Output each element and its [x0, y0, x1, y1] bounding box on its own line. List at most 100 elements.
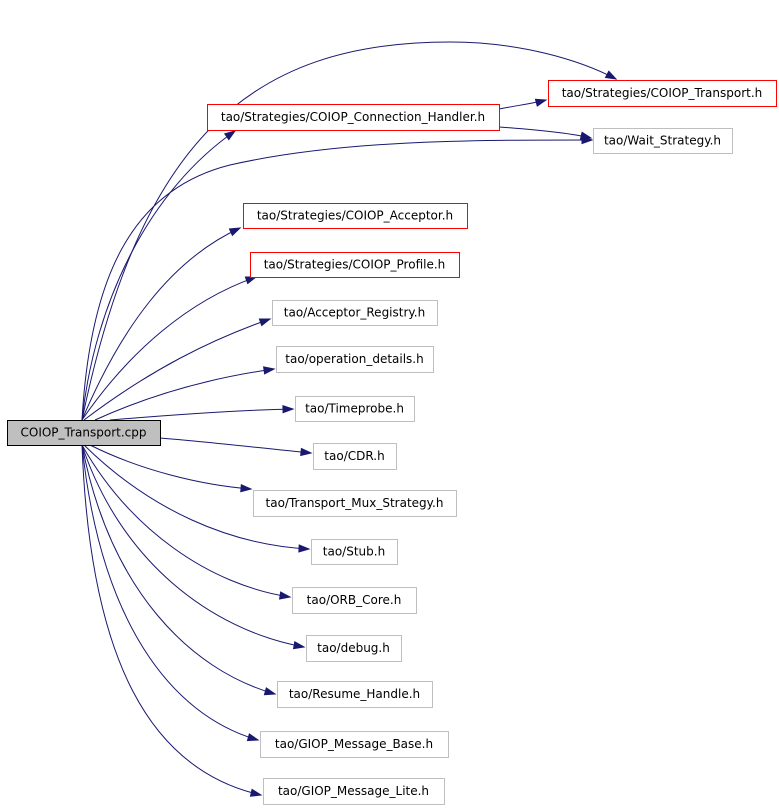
node-label: tao/Strategies/COIOP_Acceptor.h [257, 209, 453, 223]
edge-arrowhead-icon [240, 483, 253, 493]
graph-node-wait-strategy[interactable]: tao/Wait_Strategy.h [593, 128, 733, 154]
edge-root-to-n_timeprobe [109, 404, 295, 421]
node-box [7, 420, 161, 446]
edge-n_conn_handler-to-n_transport_h [498, 98, 548, 110]
edge-root-to-n_acceptor_registry [83, 318, 272, 421]
node-label: tao/operation_details.h [285, 352, 423, 366]
node-label: tao/Acceptor_Registry.h [284, 306, 425, 320]
node-box [313, 443, 397, 470]
edge-root-to-n_orb_core [81, 444, 292, 600]
edge-line [81, 139, 593, 421]
edge-line [94, 368, 275, 421]
edge-root-to-n_resume_handle [81, 444, 277, 696]
node-box [276, 346, 434, 373]
graph-node-operation-details[interactable]: tao/operation_details.h [276, 346, 434, 373]
node-label: tao/CDR.h [324, 449, 384, 463]
edge-line [81, 227, 241, 421]
node-box [295, 396, 415, 422]
graph-node-stub[interactable]: tao/Stub.h [311, 539, 398, 565]
edges-layer [81, 41, 618, 797]
node-label: tao/Stub.h [323, 545, 385, 559]
edge-line [109, 408, 294, 421]
node-label: tao/Wait_Strategy.h [604, 134, 721, 148]
graph-node-transport-h[interactable]: tao/Strategies/COIOP_Transport.h [548, 80, 777, 107]
edge-arrowhead-icon [579, 131, 593, 140]
graph-node-orb-core[interactable]: tao/ORB_Core.h [292, 587, 417, 614]
node-label: COIOP_Transport.cpp [21, 426, 147, 440]
node-box [260, 731, 449, 758]
graph-node-acceptor-registry[interactable]: tao/Acceptor_Registry.h [272, 300, 438, 326]
edge-line [81, 444, 259, 741]
edge-line [89, 444, 252, 490]
node-label: tao/Strategies/COIOP_Connection_Handler.… [221, 110, 485, 124]
edge-line [83, 318, 271, 421]
edge-line [83, 444, 310, 550]
node-box [243, 203, 468, 229]
graph-node-acceptor[interactable]: tao/Strategies/COIOP_Acceptor.h [243, 203, 468, 229]
graph-node-timeprobe[interactable]: tao/Timeprobe.h [295, 396, 415, 422]
node-box [306, 635, 402, 662]
graph-node-giop-base[interactable]: tao/GIOP_Message_Base.h [260, 731, 449, 758]
edge-arrowhead-icon [258, 318, 272, 327]
edge-arrowhead-icon [263, 687, 277, 696]
edge-root-to-n_wait_strategy [81, 135, 594, 421]
edge-arrowhead-icon [278, 591, 292, 600]
graph-node-debug[interactable]: tao/debug.h [306, 635, 402, 662]
edge-root-to-n_conn_handler [81, 130, 237, 421]
edge-arrowhead-icon [534, 98, 548, 107]
edge-line [159, 437, 312, 454]
edge-arrowhead-icon [292, 640, 306, 650]
edge-root-to-n_debug [81, 444, 306, 650]
edge-root-to-n_acceptor [81, 227, 242, 421]
edge-arrowhead-icon [298, 544, 311, 553]
edge-line [81, 130, 236, 421]
edge-arrowhead-icon [300, 447, 313, 457]
edge-arrowhead-icon [228, 227, 242, 237]
graph-node-resume-handle[interactable]: tao/Resume_Handle.h [277, 681, 433, 708]
node-label: tao/ORB_Core.h [307, 593, 402, 607]
graph-node-giop-lite[interactable]: tao/GIOP_Message_Lite.h [263, 778, 445, 805]
edge-line [498, 126, 592, 139]
edge-root-to-n_profile [81, 276, 258, 421]
edge-root-to-n_stub [83, 444, 311, 553]
edge-root-to-n_giop_base [81, 444, 260, 742]
node-box [277, 681, 433, 708]
edge-root-to-n_cdr [159, 437, 313, 457]
node-label: tao/Timeprobe.h [305, 402, 404, 416]
edge-arrowhead-icon [249, 788, 263, 797]
node-label: tao/GIOP_Message_Lite.h [278, 784, 429, 798]
edge-line [81, 444, 276, 695]
edge-root-to-n_mux_strategy [89, 444, 253, 493]
node-box [207, 104, 500, 131]
edge-arrowhead-icon [223, 130, 237, 141]
node-label: tao/Transport_Mux_Strategy.h [266, 496, 444, 510]
node-box [292, 587, 417, 614]
graph-node-mux-strategy[interactable]: tao/Transport_Mux_Strategy.h [253, 490, 457, 517]
node-label: tao/Strategies/COIOP_Profile.h [264, 258, 446, 272]
edge-line [81, 276, 257, 421]
edge-arrowhead-icon [246, 733, 260, 742]
node-label: tao/Strategies/COIOP_Transport.h [562, 86, 763, 100]
node-label: tao/debug.h [317, 641, 390, 655]
node-box [593, 128, 733, 154]
node-box [263, 778, 445, 805]
edge-arrowhead-icon [604, 70, 618, 80]
node-box [272, 300, 438, 326]
node-box [253, 490, 457, 517]
edge-line [81, 444, 291, 598]
edge-arrowhead-icon [263, 366, 276, 375]
graph-node-conn-handler[interactable]: tao/Strategies/COIOP_Connection_Handler.… [207, 104, 500, 131]
node-box [250, 252, 460, 278]
edge-root-to-n_operation_details [94, 366, 276, 421]
graph-root-node[interactable]: COIOP_Transport.cpp [7, 420, 161, 446]
edge-line [81, 444, 262, 796]
edge-root-to-n_giop_lite [81, 444, 263, 797]
graph-node-cdr[interactable]: tao/CDR.h [313, 443, 397, 470]
edge-arrowhead-icon [282, 404, 295, 414]
graph-node-profile[interactable]: tao/Strategies/COIOP_Profile.h [250, 252, 460, 278]
node-box [311, 539, 398, 565]
node-label: tao/Resume_Handle.h [289, 687, 420, 701]
edge-line [81, 444, 305, 648]
node-box [548, 80, 777, 107]
